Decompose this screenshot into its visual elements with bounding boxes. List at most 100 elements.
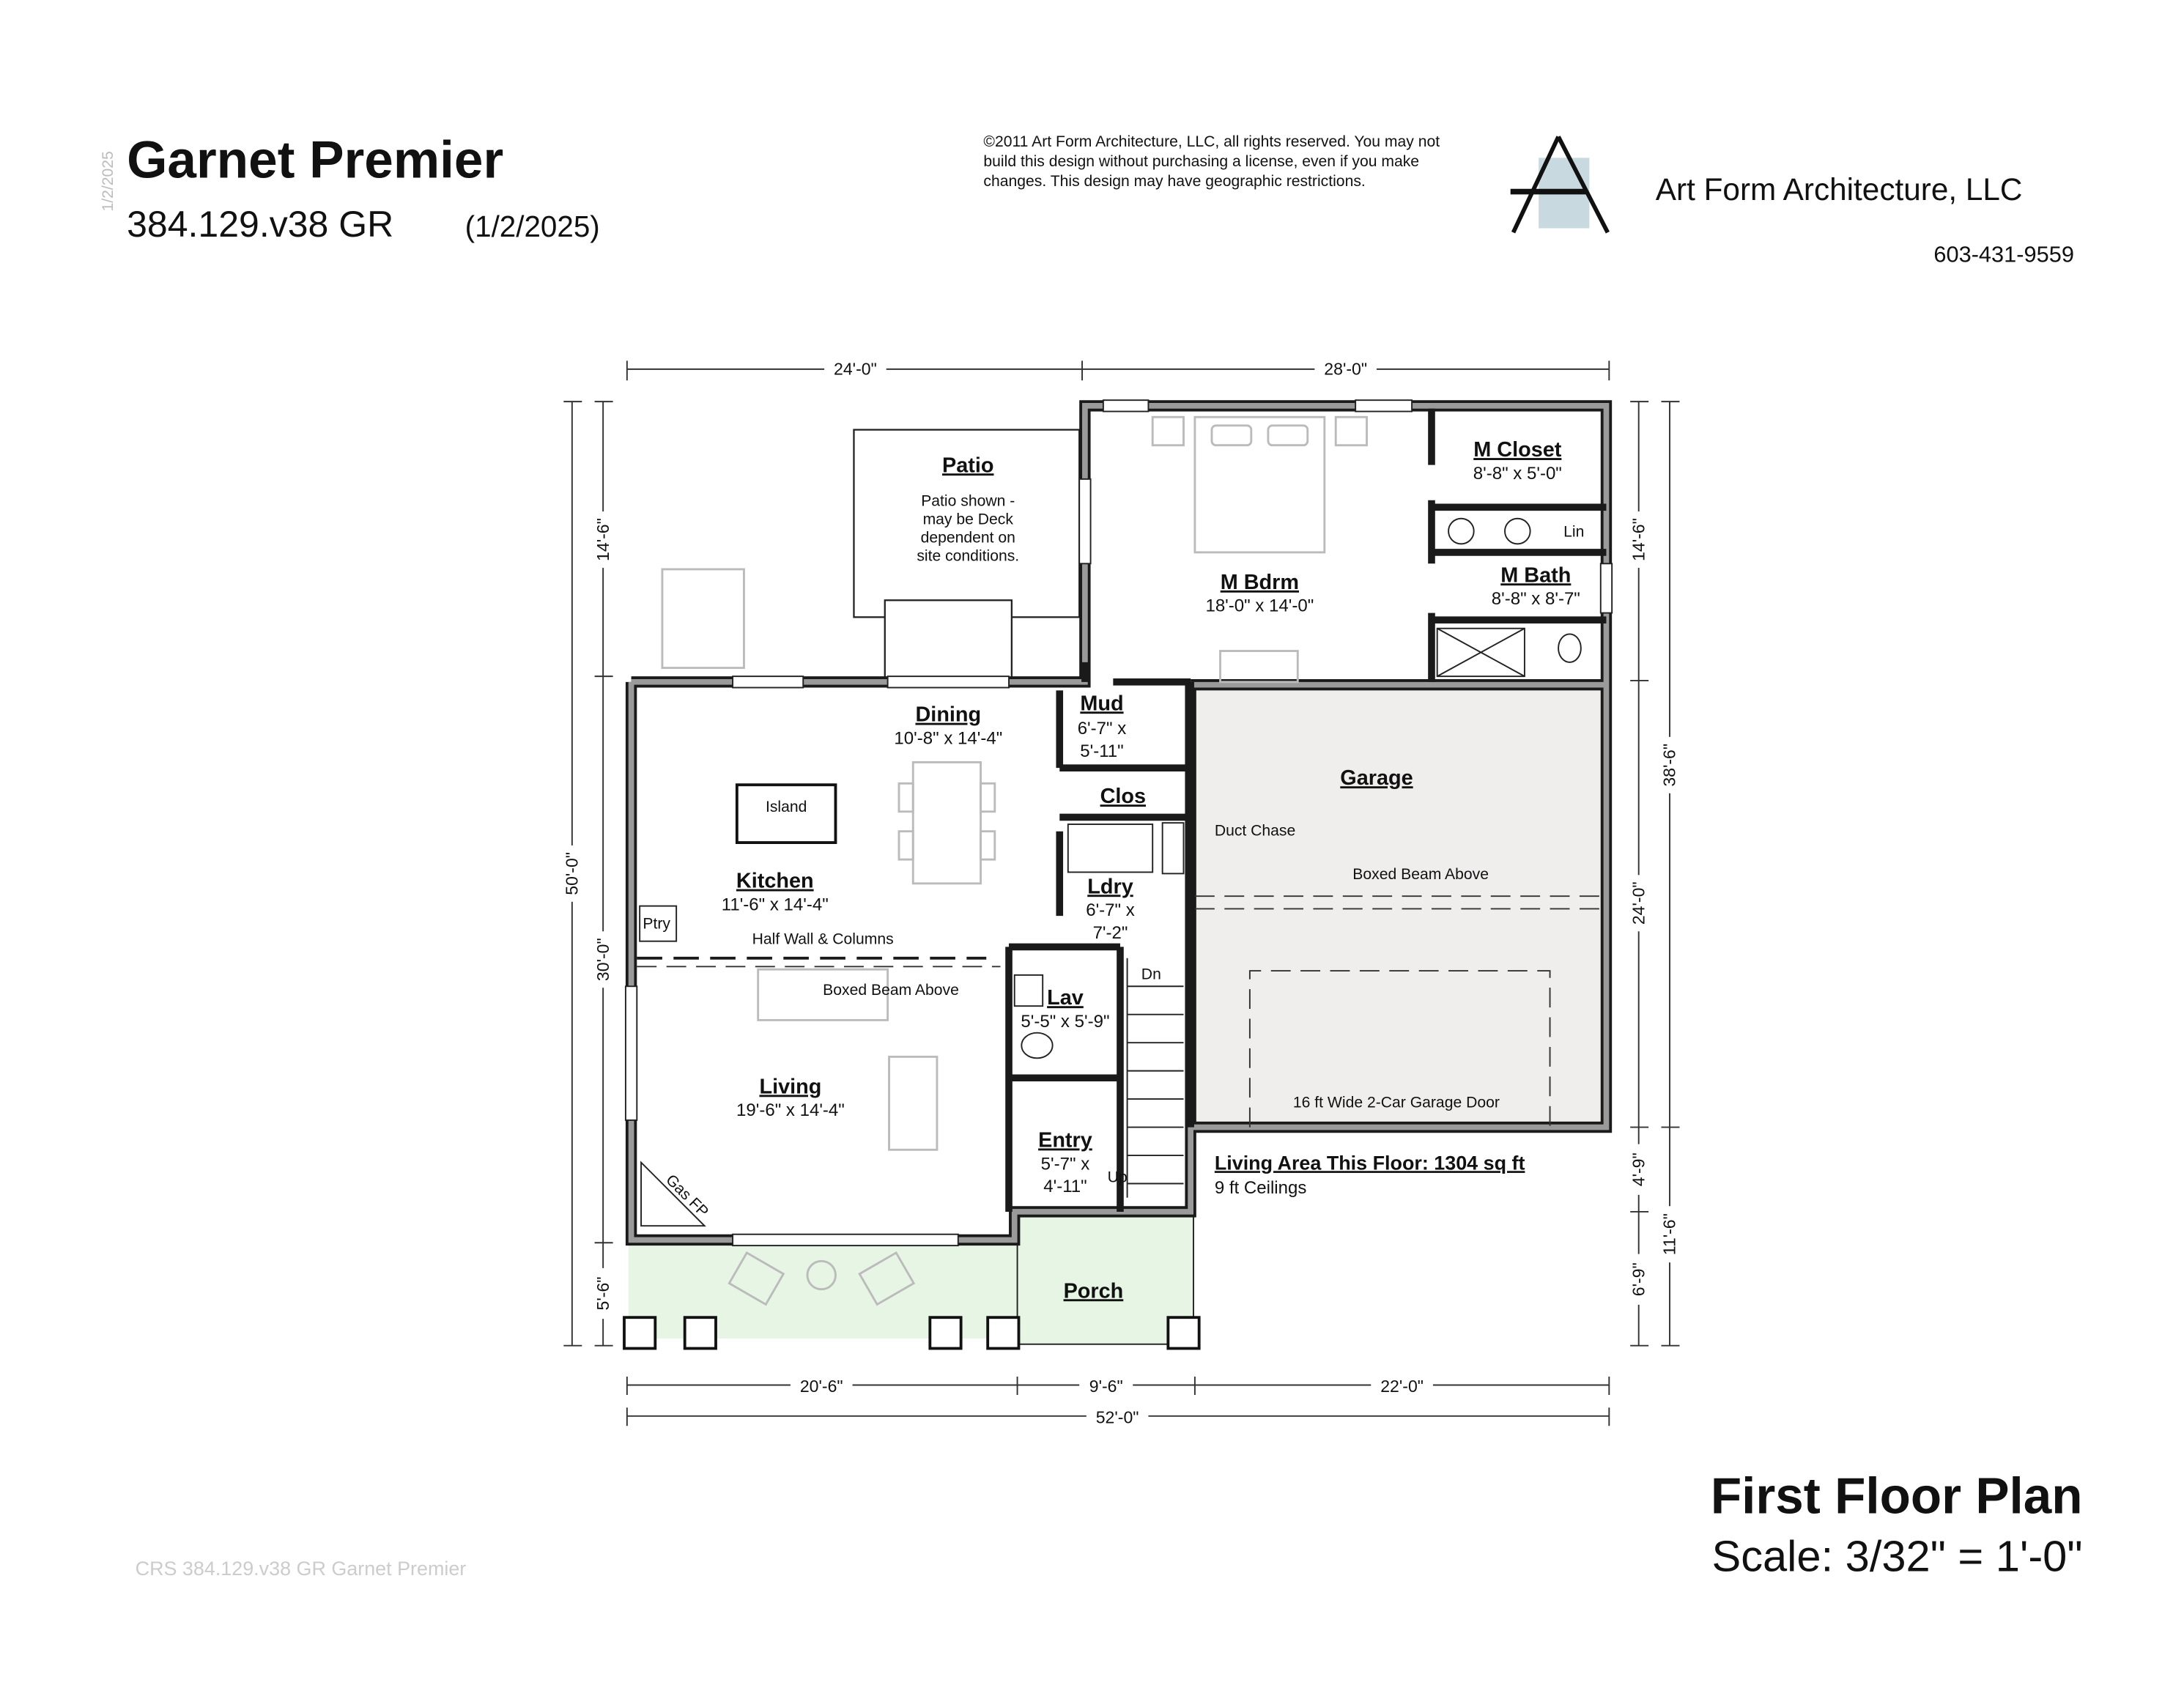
- svg-text:Entry: Entry: [1038, 1128, 1092, 1152]
- room-lav: Lav 5'-5" x 5'-9": [1021, 986, 1109, 1032]
- svg-text:24'-0": 24'-0": [1629, 881, 1648, 925]
- svg-text:6'-7" x: 6'-7" x: [1086, 900, 1135, 920]
- half-wall-label: Half Wall & Columns: [752, 931, 894, 948]
- fireplace: [640, 1160, 706, 1227]
- porch-area: [1016, 1213, 1194, 1345]
- svg-text:4'-9": 4'-9": [1629, 1152, 1648, 1186]
- washer-dryer: [1067, 823, 1154, 873]
- svg-text:10'-8" x 14'-4": 10'-8" x 14'-4": [894, 728, 1002, 748]
- gas-fp-label: Gas FP: [662, 1171, 711, 1221]
- room-m-bath: M Bath 8'-8" x 8'-7": [1492, 563, 1580, 609]
- ceiling-height-label: 9 ft Ceilings: [1215, 1178, 1307, 1198]
- sofa-2: [888, 1055, 939, 1151]
- svg-text:7'-2": 7'-2": [1093, 923, 1128, 943]
- svg-text:6'-9": 6'-9": [1629, 1262, 1648, 1296]
- garage-door-label: 16 ft Wide 2-Car Garage Door: [1293, 1095, 1500, 1111]
- pantry: [639, 905, 678, 942]
- svg-text:5'-5" x 5'-9": 5'-5" x 5'-9": [1021, 1012, 1109, 1032]
- watermark: CRS 384.129.v38 GR Garnet Premier: [136, 1558, 467, 1580]
- svg-text:22'-0": 22'-0": [1380, 1377, 1424, 1396]
- svg-text:Lav: Lav: [1047, 986, 1084, 1010]
- refrigerator: [661, 568, 745, 670]
- room-porch: Porch: [1064, 1279, 1124, 1303]
- svg-text:M Bath: M Bath: [1500, 563, 1571, 587]
- interior-walls: [637, 408, 1607, 1212]
- svg-text:M Closet: M Closet: [1473, 438, 1562, 462]
- svg-text:9'-6": 9'-6": [1089, 1377, 1123, 1396]
- svg-text:19'-6" x 14'-4": 19'-6" x 14'-4": [736, 1100, 845, 1120]
- company-name: Art Form Architecture, LLC: [1656, 172, 2023, 207]
- sofa: [757, 968, 889, 1021]
- room-garage: Garage: [1340, 766, 1413, 790]
- svg-text:5'-6": 5'-6": [593, 1277, 612, 1311]
- porch-columns: [623, 1316, 1201, 1350]
- stairs: [1126, 958, 1184, 1198]
- stairs-down-label: Dn: [1141, 966, 1161, 983]
- boxed-beam-living-label: Boxed Beam Above: [823, 982, 959, 999]
- garage-door-outline: [1248, 970, 1551, 1128]
- svg-text:Dining: Dining: [915, 703, 981, 727]
- company-logo: [1510, 136, 1610, 234]
- boxed-beam-garage-label: Boxed Beam Above: [1352, 866, 1489, 883]
- svg-text:52'-0": 52'-0": [1096, 1407, 1139, 1426]
- svg-text:38'-6": 38'-6": [1660, 744, 1679, 787]
- svg-text:28'-0": 28'-0": [1324, 360, 1367, 379]
- svg-text:18'-0" x 14'-0": 18'-0" x 14'-0": [1205, 596, 1314, 616]
- svg-text:8'-8" x 8'-7": 8'-8" x 8'-7": [1492, 589, 1580, 609]
- room-dining: Dining 10'-8" x 14'-4": [894, 703, 1002, 749]
- svg-text:M Bdrm: M Bdrm: [1221, 571, 1299, 594]
- living-area-label: Living Area This Floor: 1304 sq ft: [1215, 1152, 1525, 1174]
- copyright-notice: ©2011 Art Form Architecture, LLC, all ri…: [983, 133, 1440, 190]
- svg-text:Kitchen: Kitchen: [736, 870, 814, 893]
- shower: [1436, 627, 1525, 678]
- svg-text:Living: Living: [759, 1075, 821, 1098]
- svg-text:Patio shown -: Patio shown -: [921, 492, 1015, 509]
- svg-text:site conditions.: site conditions.: [917, 547, 1019, 564]
- room-kitchen: Kitchen 11'-6" x 14'-4": [722, 870, 829, 915]
- svg-text:11'-6": 11'-6": [1660, 1213, 1679, 1255]
- svg-text:8'-8" x 5'-0": 8'-8" x 5'-0": [1473, 464, 1562, 484]
- room-ldry: Ldry 6'-7" x 7'-2": [1086, 875, 1135, 943]
- room-mud: Mud 6'-7" x 5'-11": [1078, 692, 1127, 760]
- side-date: 1/2/2025: [100, 151, 116, 211]
- svg-text:4'-11": 4'-11": [1043, 1177, 1087, 1196]
- room-clos: Clos: [1100, 785, 1146, 808]
- sheet-scale: Scale: 3/32" = 1'-0": [1711, 1531, 2082, 1580]
- svg-text:dependent on: dependent on: [921, 529, 1015, 546]
- plan-date: (1/2/2025): [465, 210, 600, 243]
- toilet: [1558, 633, 1582, 663]
- svg-text:24'-0": 24'-0": [834, 360, 877, 379]
- island: [735, 783, 837, 844]
- dining-table: [911, 761, 982, 885]
- svg-text:6'-7" x: 6'-7" x: [1078, 719, 1127, 738]
- duct-chase-label: Duct Chase: [1215, 822, 1295, 839]
- island-label: Island: [766, 799, 807, 815]
- room-entry: Entry 5'-7" x 4'-11": [1038, 1128, 1092, 1196]
- phone-number: 603-431-9559: [1933, 242, 2074, 267]
- svg-text:Mud: Mud: [1080, 692, 1123, 715]
- garage-fill: [1193, 687, 1604, 1125]
- plan-code: 384.129.v38 GR: [127, 204, 393, 245]
- svg-text:14'-6": 14'-6": [1629, 518, 1648, 561]
- dimension-labels: 24'-0" 28'-0" 20'-6" 9'-6" 22'-0" 52'-0"…: [562, 358, 1680, 1426]
- duct-chase: [1161, 822, 1185, 875]
- patio-step: [884, 599, 1013, 681]
- room-patio: Patio Patio shown - may be Deck dependen…: [917, 454, 1019, 564]
- bed: [1193, 415, 1326, 554]
- svg-text:14'-6": 14'-6": [593, 518, 612, 561]
- svg-text:build this design without purc: build this design without purchasing a l…: [983, 153, 1419, 170]
- room-living: Living 19'-6" x 14'-4": [736, 1075, 845, 1120]
- room-m-bdrm: M Bdrm 18'-0" x 14'-0": [1205, 571, 1314, 616]
- svg-text:5'-11": 5'-11": [1080, 741, 1123, 761]
- svg-text:11'-6" x 14'-4": 11'-6" x 14'-4": [722, 895, 829, 914]
- svg-text:50'-0": 50'-0": [563, 852, 582, 895]
- svg-text:Patio: Patio: [942, 454, 993, 477]
- linen-label: Lin: [1563, 524, 1584, 541]
- svg-text:Ldry: Ldry: [1087, 875, 1133, 898]
- svg-text:20'-6": 20'-6": [800, 1377, 843, 1396]
- pantry-label: Ptry: [643, 915, 670, 932]
- furniture-fixtures: [640, 415, 1582, 1306]
- plan-title: Garnet Premier: [127, 131, 503, 189]
- stairs-up-label: Up: [1108, 1169, 1128, 1186]
